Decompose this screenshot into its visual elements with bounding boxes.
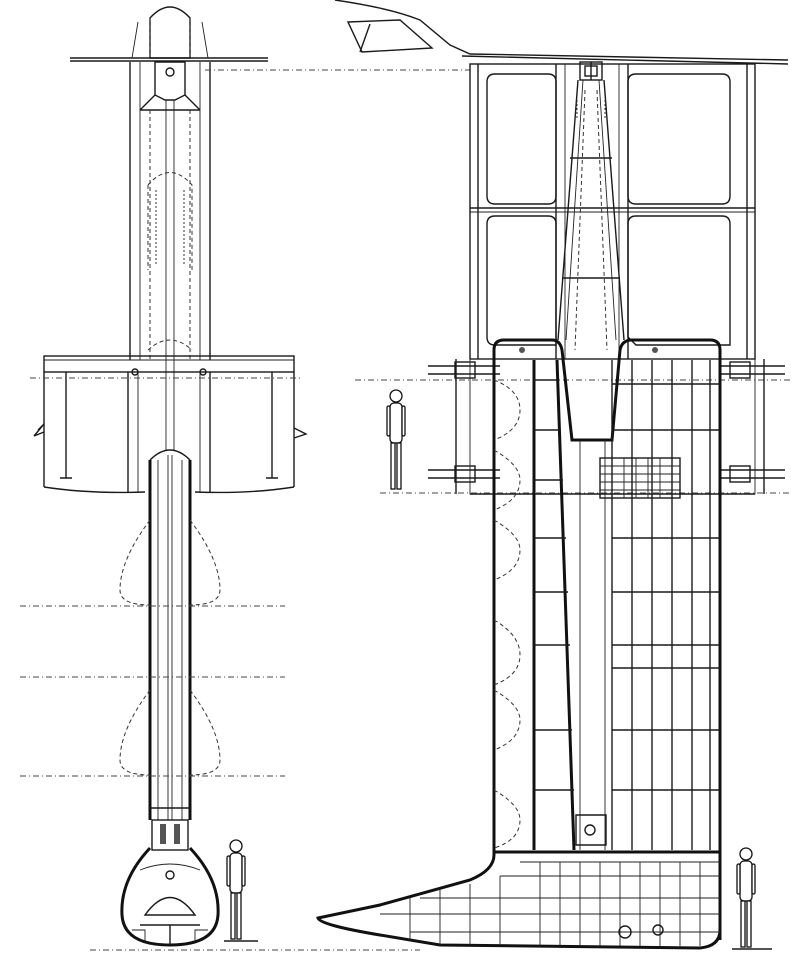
lower-strut-side bbox=[492, 338, 722, 940]
bolt-fittings bbox=[428, 361, 785, 499]
lower-strut-front bbox=[119, 449, 221, 820]
strut-front bbox=[129, 62, 211, 450]
pod-front bbox=[120, 819, 220, 947]
side-view bbox=[205, 0, 790, 950]
pylon-fitting-front bbox=[139, 61, 201, 111]
fuselage-front bbox=[70, 6, 268, 62]
pylon-frame-side bbox=[469, 61, 756, 360]
human-scale-figure-side-upper bbox=[386, 389, 406, 490]
human-scale-figure-side-lower bbox=[732, 847, 772, 950]
hull-section-front bbox=[30, 355, 308, 494]
hull-section-side bbox=[355, 358, 790, 499]
pod-side bbox=[316, 854, 722, 950]
human-scale-figure bbox=[224, 839, 258, 942]
front-view bbox=[20, 6, 420, 951]
waterlines-front bbox=[20, 605, 420, 951]
tapered-strut-side bbox=[557, 79, 625, 351]
fuselage-side bbox=[205, 0, 789, 71]
